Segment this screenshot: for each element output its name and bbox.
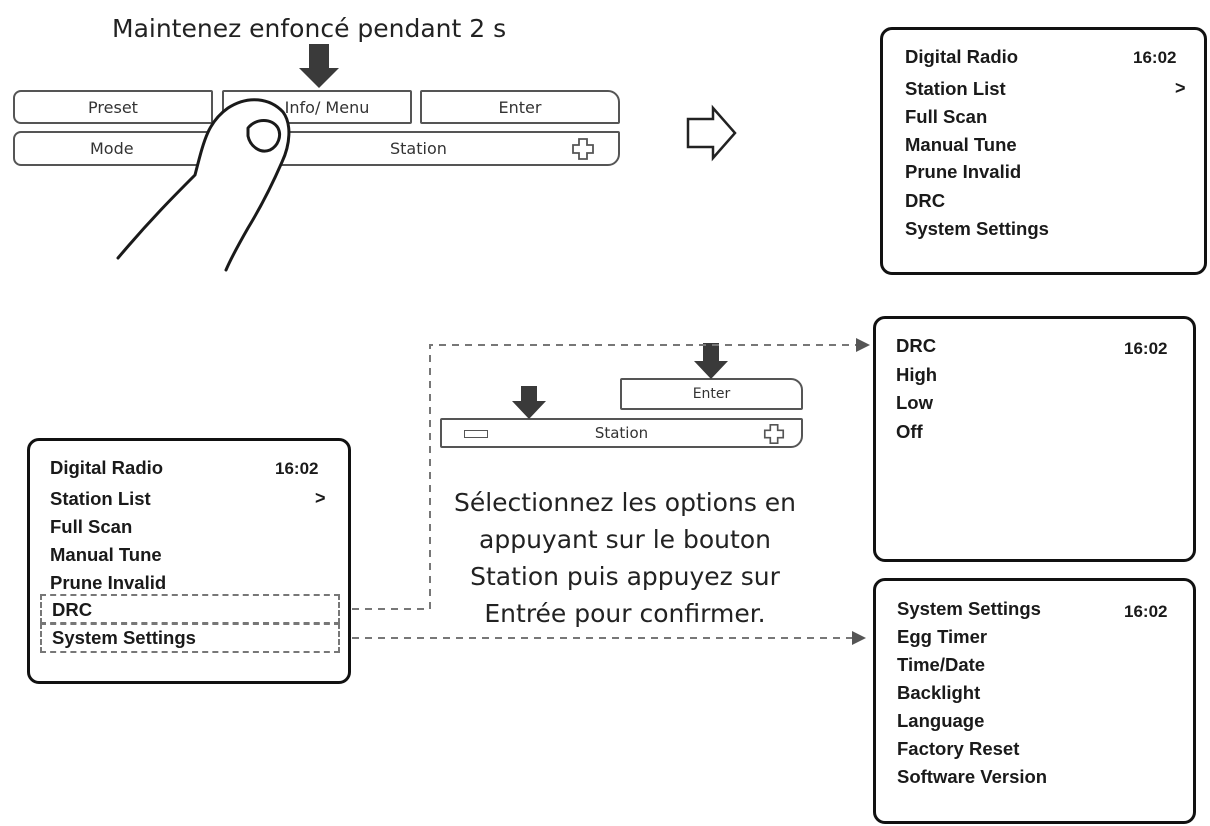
menu-item-manual-tune[interactable]: Manual Tune (905, 134, 1017, 155)
screen-drc-title: DRC (896, 335, 937, 356)
preset-button[interactable]: Preset (13, 90, 213, 124)
sys-item-software-version[interactable]: Software Version (897, 766, 1048, 787)
sys-item-time-date[interactable]: Time/Date (897, 654, 986, 675)
system-settings-highlight-box (40, 623, 340, 653)
screen-drc: DRC 16:02 High Low Off (873, 316, 1196, 562)
sys-item-language[interactable]: Language (897, 710, 985, 731)
screen-main-menu: Digital Radio 16:02 Station List > Full … (880, 27, 1207, 275)
screen-left-title: Digital Radio (50, 457, 164, 478)
mode-label: Mode (90, 139, 134, 158)
preset-label: Preset (88, 97, 138, 117)
submenu-indicator: > (1175, 78, 1186, 98)
mini-station-label: Station (594, 424, 649, 442)
press-station-arrow-icon (512, 386, 546, 419)
left-submenu-indicator: > (315, 488, 326, 508)
sys-item-factory-reset[interactable]: Factory Reset (897, 738, 1020, 759)
sys-item-egg-timer[interactable]: Egg Timer (897, 626, 988, 647)
mini-plus-icon (762, 422, 786, 450)
screen-left-time: 16:02 (275, 459, 319, 478)
screen-left-menu: Digital Radio 16:02 Station List > Full … (27, 438, 351, 684)
station-label: Station (390, 139, 447, 158)
menu-item-prune-invalid[interactable]: Prune Invalid (905, 161, 1022, 182)
menu-item-system-settings[interactable]: System Settings (905, 218, 1049, 239)
connector-sys-arrowhead-icon (852, 631, 866, 645)
drc-highlight-box (40, 594, 340, 624)
enter-label: Enter (498, 97, 542, 117)
next-step-arrow-icon (686, 104, 737, 162)
left-item-manual-tune[interactable]: Manual Tune (50, 544, 162, 565)
plus-icon (570, 136, 596, 166)
sys-item-backlight[interactable]: Backlight (897, 682, 981, 703)
drc-option-off[interactable]: Off (896, 421, 923, 442)
screen-drc-time: 16:02 (1124, 339, 1168, 358)
menu-item-drc[interactable]: DRC (905, 190, 946, 211)
info-menu-button[interactable]: Info/ Menu (222, 90, 412, 124)
minus-icon (464, 430, 488, 438)
left-item-system-settings[interactable]: System Settings (52, 627, 196, 648)
drc-option-low[interactable]: Low (896, 392, 933, 413)
screen-sys-title: System Settings (897, 598, 1041, 619)
finger-icon (116, 98, 291, 272)
screen-main-title: Digital Radio (905, 46, 1019, 67)
drc-option-high[interactable]: High (896, 364, 938, 385)
mini-enter-label: Enter (692, 386, 731, 402)
left-item-prune-invalid[interactable]: Prune Invalid (50, 572, 167, 593)
menu-item-full-scan[interactable]: Full Scan (905, 106, 988, 127)
screen-main-time: 16:02 (1133, 48, 1177, 67)
mini-enter-button[interactable]: Enter (620, 378, 803, 410)
menu-item-station-list[interactable]: Station List (905, 78, 1006, 99)
hold-caption: Maintenez enfoncé pendant 2 s (112, 14, 507, 43)
mini-station-bar[interactable]: Station (440, 418, 803, 448)
left-item-drc[interactable]: DRC (52, 599, 93, 620)
mode-station-bar[interactable]: Mode Station (13, 131, 620, 166)
screen-sys-time: 16:02 (1124, 602, 1168, 621)
left-item-station-list[interactable]: Station List (50, 488, 151, 509)
instruction-text: Sélectionnez les options en appuyant sur… (453, 488, 797, 628)
enter-button[interactable]: Enter (420, 90, 620, 124)
left-item-full-scan[interactable]: Full Scan (50, 516, 133, 537)
connector-drc-arrowhead-icon (856, 338, 870, 352)
press-arrow-icon (299, 44, 339, 88)
screen-system-settings: System Settings 16:02 Egg Timer Time/Dat… (873, 578, 1196, 824)
press-enter-arrow-icon (694, 343, 728, 379)
info-menu-label: Info/ Menu (284, 97, 370, 117)
